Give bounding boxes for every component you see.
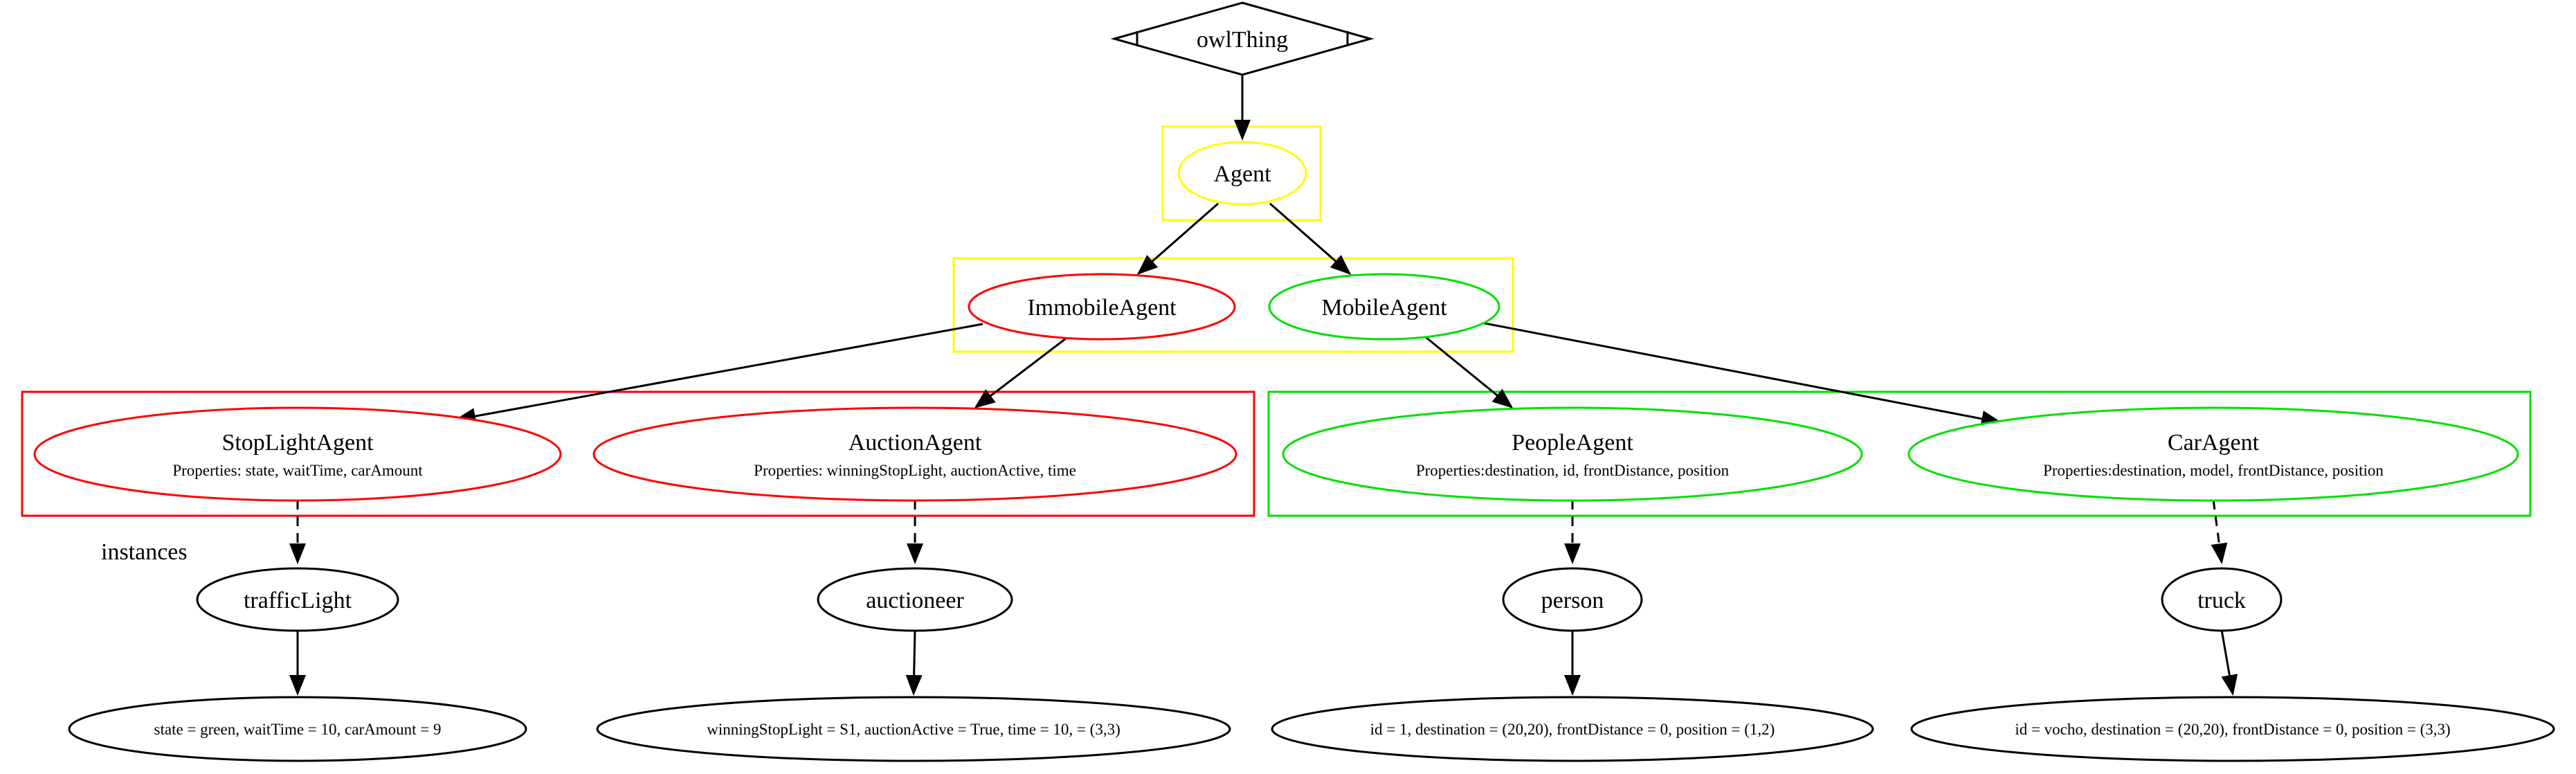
auctioneer-values: winningStopLight = S1, auctionActive = T… bbox=[707, 721, 1120, 738]
caragent-properties: Properties:destination, model, frontDist… bbox=[2043, 462, 2384, 479]
peopleagent-node: PeopleAgent Properties:destination, id, … bbox=[1282, 406, 1863, 502]
person-values-node: id = 1, destination = (20,20), frontDist… bbox=[1271, 696, 1874, 762]
edge-mobileagent-caragent bbox=[1480, 321, 2002, 427]
trafficlight-values-node: state = green, waitTime = 10, carAmount … bbox=[68, 696, 527, 762]
mobile-agents-cluster bbox=[1267, 390, 2532, 517]
truck-label: truck bbox=[2197, 588, 2246, 613]
auctioneer-node: auctioneer bbox=[817, 567, 1013, 632]
edge-immobileagent-stoplightagent bbox=[455, 323, 983, 424]
auctionagent-properties: Properties: winningStopLight, auctionAct… bbox=[754, 462, 1076, 479]
immobileagent-node: ImmobileAgent bbox=[968, 273, 1236, 341]
trafficlight-label: trafficLight bbox=[244, 588, 352, 613]
caragent-label: CarAgent bbox=[2168, 430, 2260, 456]
person-label: person bbox=[1541, 588, 1604, 613]
agent-node: Agent bbox=[1177, 141, 1307, 206]
instances-label: instances bbox=[101, 539, 188, 565]
auctioneer-values-node: winningStopLight = S1, auctionActive = T… bbox=[596, 696, 1231, 762]
stoplightagent-node: StopLightAgent Properties: state, waitTi… bbox=[33, 406, 562, 502]
edge-caragent-truck bbox=[2211, 499, 2228, 564]
stoplightagent-label: StopLightAgent bbox=[221, 430, 374, 456]
truck-values-node: id = vocho, destination = (20,20), front… bbox=[1910, 696, 2555, 762]
trafficlight-values: state = green, waitTime = 10, carAmount … bbox=[154, 721, 442, 738]
edge-agent-immobileagent bbox=[1136, 202, 1219, 275]
immobile-agents-cluster bbox=[21, 390, 1255, 517]
agent-type-cluster bbox=[952, 257, 1514, 353]
stoplightagent-properties: Properties: state, waitTime, carAmount bbox=[172, 462, 423, 479]
auctionagent-node: AuctionAgent Properties: winningStopLigh… bbox=[592, 406, 1237, 502]
trafficlight-node: trafficLight bbox=[196, 567, 399, 632]
edge-truck-values bbox=[2220, 629, 2238, 696]
edge-immobileagent-auctionagent bbox=[974, 337, 1067, 408]
owlthing-label: owlThing bbox=[1197, 27, 1288, 53]
person-node: person bbox=[1502, 567, 1643, 632]
mobileagent-label: MobileAgent bbox=[1321, 295, 1447, 321]
auctionagent-label: AuctionAgent bbox=[849, 430, 982, 456]
edge-auctioneer-values bbox=[905, 629, 923, 696]
peopleagent-label: PeopleAgent bbox=[1512, 430, 1633, 456]
edge-agent-mobileagent bbox=[1269, 202, 1352, 275]
owlthing-node: owlThing bbox=[1110, 1, 1375, 76]
edge-mobileagent-peopleagent bbox=[1425, 336, 1514, 408]
peopleagent-properties: Properties:destination, id, frontDistanc… bbox=[1416, 462, 1730, 479]
truck-values: id = vocho, destination = (20,20), front… bbox=[2015, 721, 2450, 738]
truck-node: truck bbox=[2161, 567, 2283, 632]
caragent-node: CarAgent Properties:destination, model, … bbox=[1907, 406, 2519, 502]
person-values: id = 1, destination = (20,20), frontDist… bbox=[1370, 721, 1775, 738]
auctioneer-label: auctioneer bbox=[866, 588, 964, 613]
agent-label: Agent bbox=[1213, 161, 1271, 187]
immobileagent-label: ImmobileAgent bbox=[1027, 295, 1177, 321]
mobileagent-node: MobileAgent bbox=[1268, 273, 1500, 341]
